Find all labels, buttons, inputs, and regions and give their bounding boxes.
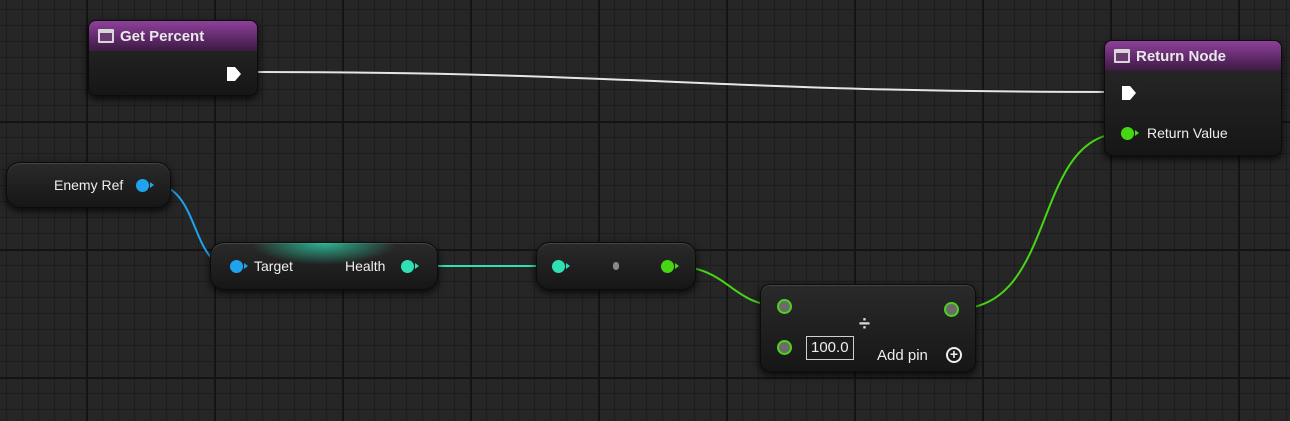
plus-circle-icon[interactable]: +: [946, 347, 962, 363]
pin-arrow-icon: [415, 263, 419, 269]
divide-symbol: ÷: [859, 313, 870, 335]
node-glow: [251, 243, 397, 265]
pin-arrow-icon: [150, 182, 154, 188]
enemy-ref-node[interactable]: Enemy Ref: [6, 162, 171, 208]
conversion-out-pin[interactable]: [661, 260, 674, 273]
get-percent-header[interactable]: Get Percent: [89, 21, 257, 51]
function-icon: [98, 29, 114, 43]
return-value-pin[interactable]: [1121, 127, 1134, 140]
get-percent-title: Get Percent: [120, 27, 205, 45]
add-pin-label[interactable]: Add pin: [877, 347, 928, 364]
enemy-ref-out-pin[interactable]: [136, 179, 149, 192]
return-value-label: Return Value: [1147, 125, 1228, 141]
function-icon: [1114, 49, 1130, 63]
exec-out-pin[interactable]: [226, 66, 242, 82]
return-node[interactable]: Return Node Return Value: [1104, 40, 1282, 156]
return-node-title: Return Node: [1136, 47, 1226, 65]
divisor-in-pin[interactable]: [777, 340, 792, 355]
get-health-node[interactable]: Target Health: [210, 242, 438, 290]
exec-in-pin[interactable]: [1121, 85, 1137, 101]
pin-arrow-icon: [675, 263, 679, 269]
health-out-pin[interactable]: [401, 260, 414, 273]
target-in-pin[interactable]: [230, 260, 243, 273]
get-percent-node[interactable]: Get Percent: [88, 20, 258, 96]
pin-arrow-icon: [566, 263, 570, 269]
conversion-node[interactable]: [536, 242, 696, 290]
divide-node[interactable]: ÷ 100.0 Add pin +: [760, 284, 976, 372]
conversion-in-pin[interactable]: [552, 260, 565, 273]
divisor-value-input[interactable]: 100.0: [806, 336, 854, 360]
dividend-in-pin[interactable]: [777, 299, 792, 314]
pin-arrow-icon: [1135, 130, 1139, 136]
enemy-ref-label: Enemy Ref: [54, 177, 124, 193]
pin-arrow-icon: [244, 263, 248, 269]
conversion-dot-icon: [613, 262, 619, 270]
return-node-header[interactable]: Return Node: [1105, 41, 1281, 71]
result-out-pin[interactable]: [944, 302, 959, 317]
exec-wire[interactable]: [241, 71, 1121, 93]
result-wire[interactable]: [955, 132, 1125, 310]
health-label: Health: [345, 258, 386, 274]
target-label: Target: [254, 258, 293, 274]
